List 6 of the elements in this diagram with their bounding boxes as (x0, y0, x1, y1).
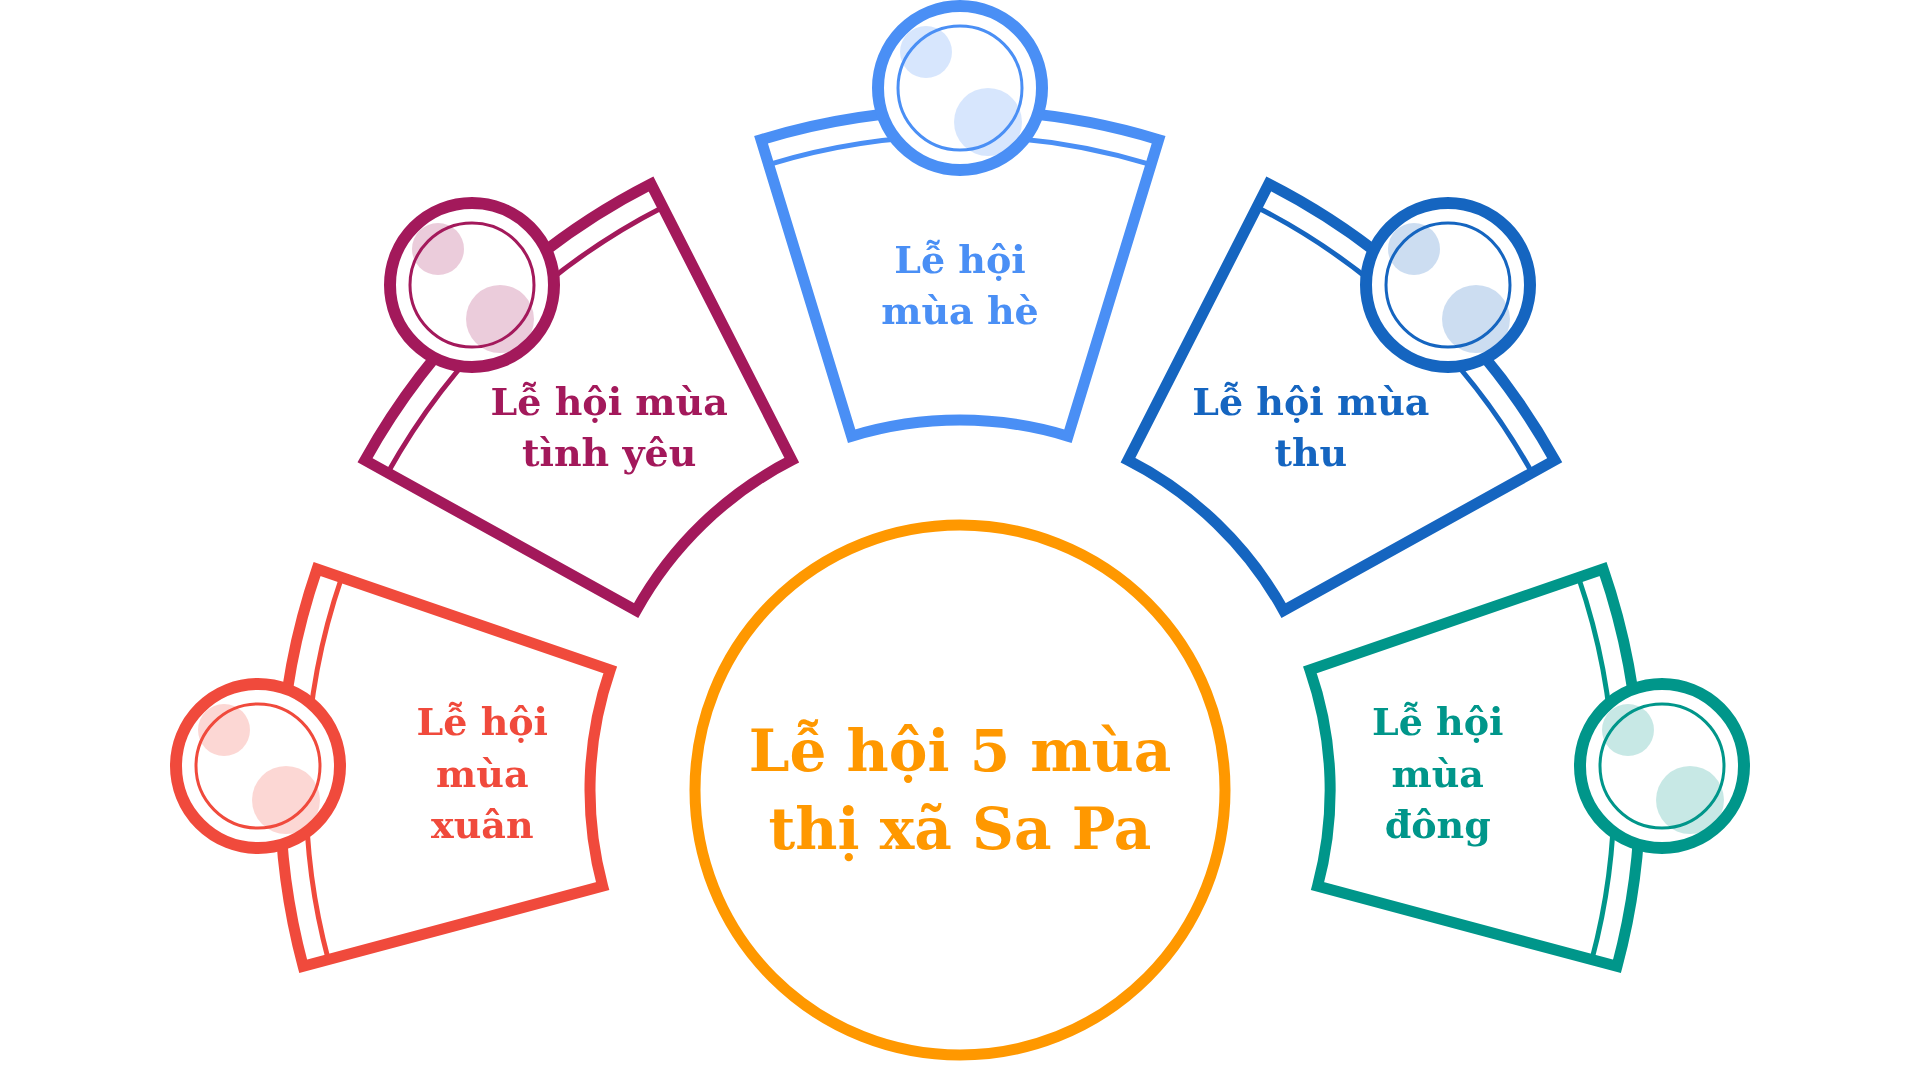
segment-label: Lễ hội mùa đông (1370, 698, 1505, 849)
center-title: Lễ hội 5 mùa thị xã Sa Pa (747, 715, 1173, 865)
segment-label: Lễ hội mùa tình yêu (489, 377, 729, 477)
segment-label: Lễ hội mùa thu (1191, 377, 1431, 477)
segment-label: Lễ hội mùa hè (880, 235, 1040, 335)
segment-label: Lễ hội mùa xuân (415, 698, 550, 849)
